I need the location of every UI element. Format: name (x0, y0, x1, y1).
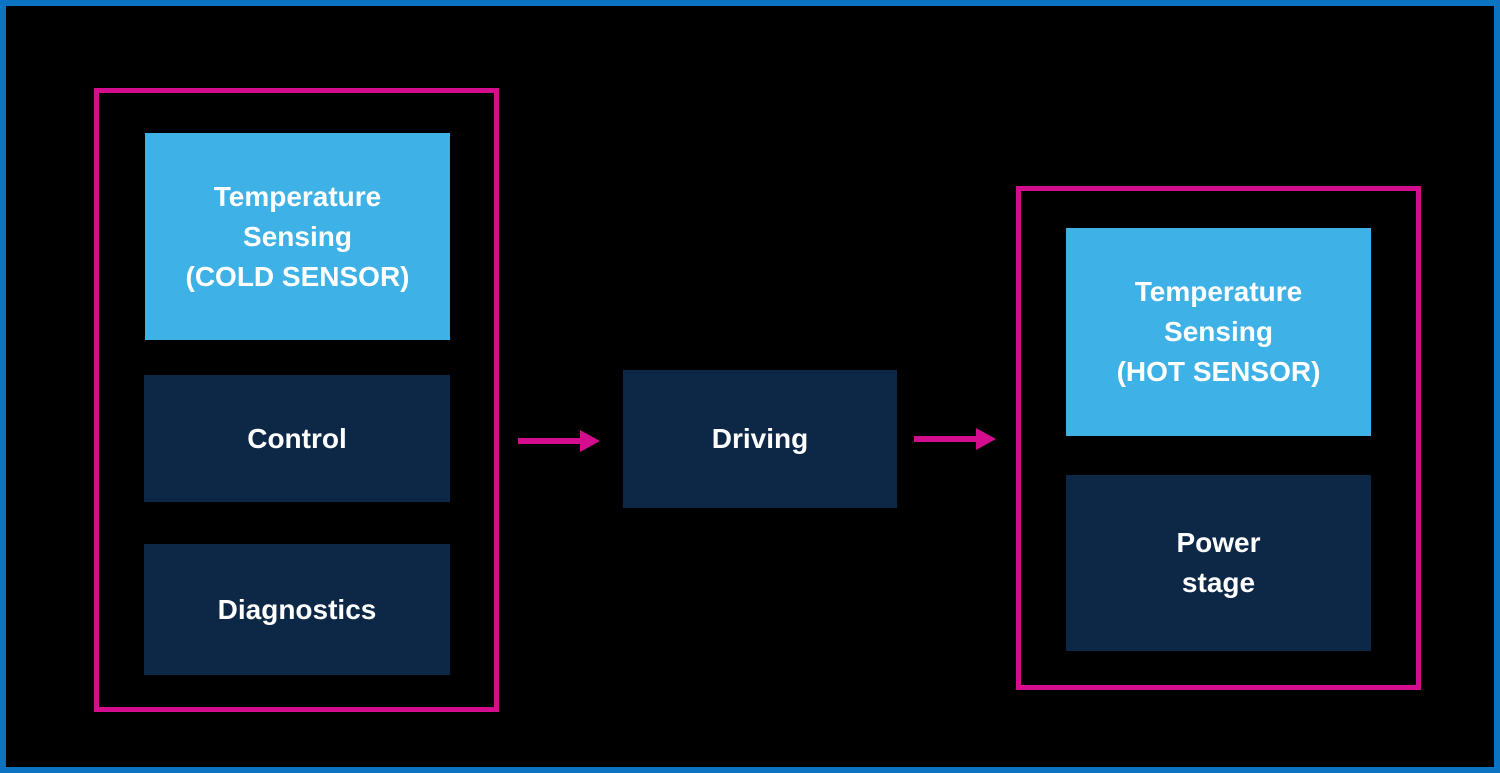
left-group-outline (94, 88, 499, 712)
hot-sensor-box: Temperature Sensing (HOT SENSOR) (1066, 228, 1371, 436)
arrow-shaft (914, 436, 977, 442)
arrow-head-icon (580, 430, 600, 452)
hot-sensor-label: Temperature Sensing (HOT SENSOR) (1116, 276, 1321, 387)
power-stage-label: Power stage (1176, 527, 1261, 598)
diagnostics-box: Diagnostics (144, 544, 450, 675)
cold-sensor-label: Temperature Sensing (COLD SENSOR) (185, 180, 410, 292)
power-stage-box: Power stage (1066, 475, 1371, 651)
right-group-outline (1016, 186, 1421, 690)
driving-box: Driving (623, 370, 897, 508)
diagnostics-label: Diagnostics (217, 593, 377, 625)
arrow-shaft (518, 438, 581, 444)
arrow-head-icon (976, 428, 996, 450)
arrow-driving-to-right (914, 428, 996, 450)
arrow-left-to-driving (518, 430, 600, 452)
cold-sensor-box: Temperature Sensing (COLD SENSOR) (145, 133, 450, 340)
control-label: Control (247, 422, 347, 454)
control-box: Control (144, 375, 450, 502)
driving-label: Driving (711, 423, 809, 454)
